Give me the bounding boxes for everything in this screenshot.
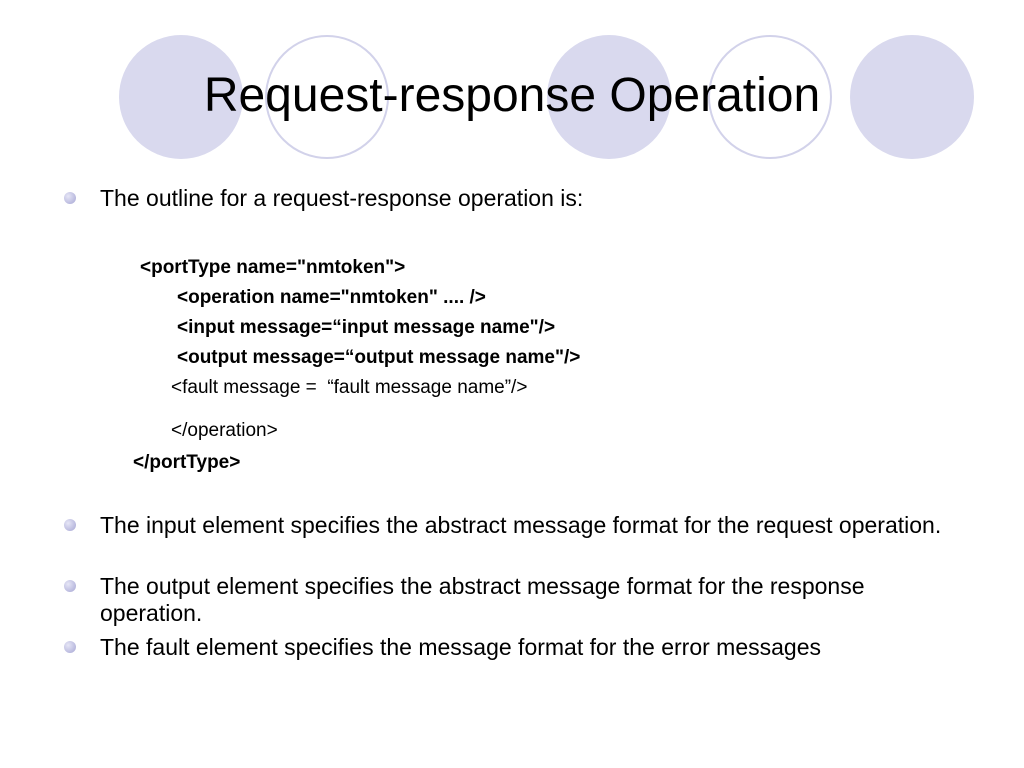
decorative-circle <box>850 35 974 159</box>
decorative-circle-outline <box>265 35 389 159</box>
code-line: <portType name="nmtoken"> <box>140 257 406 278</box>
decorative-circle-outline <box>708 35 832 159</box>
bullet-icon <box>64 192 76 204</box>
code-line: <fault message = “fault message name”/> <box>171 377 528 398</box>
decorative-circle <box>547 35 671 159</box>
code-line: <input message=“input message name"/> <box>177 317 556 338</box>
bullet-icon <box>64 580 76 592</box>
bullet-text: The output element specifies the abstrac… <box>100 573 865 626</box>
bullet-text: The input element specifies the abstract… <box>100 512 942 538</box>
bullet-icon <box>64 519 76 531</box>
code-line: <output message=“output message name"/> <box>177 347 581 368</box>
code-line: </operation> <box>171 420 278 441</box>
code-line: <operation name="nmtoken" .... /> <box>177 287 486 308</box>
code-line: </portType> <box>133 452 241 473</box>
slide-title: Request-response Operation <box>203 69 821 122</box>
bullet-text: The outline for a request-response opera… <box>100 185 584 211</box>
bullet-text: The fault element specifies the message … <box>100 634 821 660</box>
bullet-icon <box>64 641 76 653</box>
decorative-circle <box>119 35 243 159</box>
